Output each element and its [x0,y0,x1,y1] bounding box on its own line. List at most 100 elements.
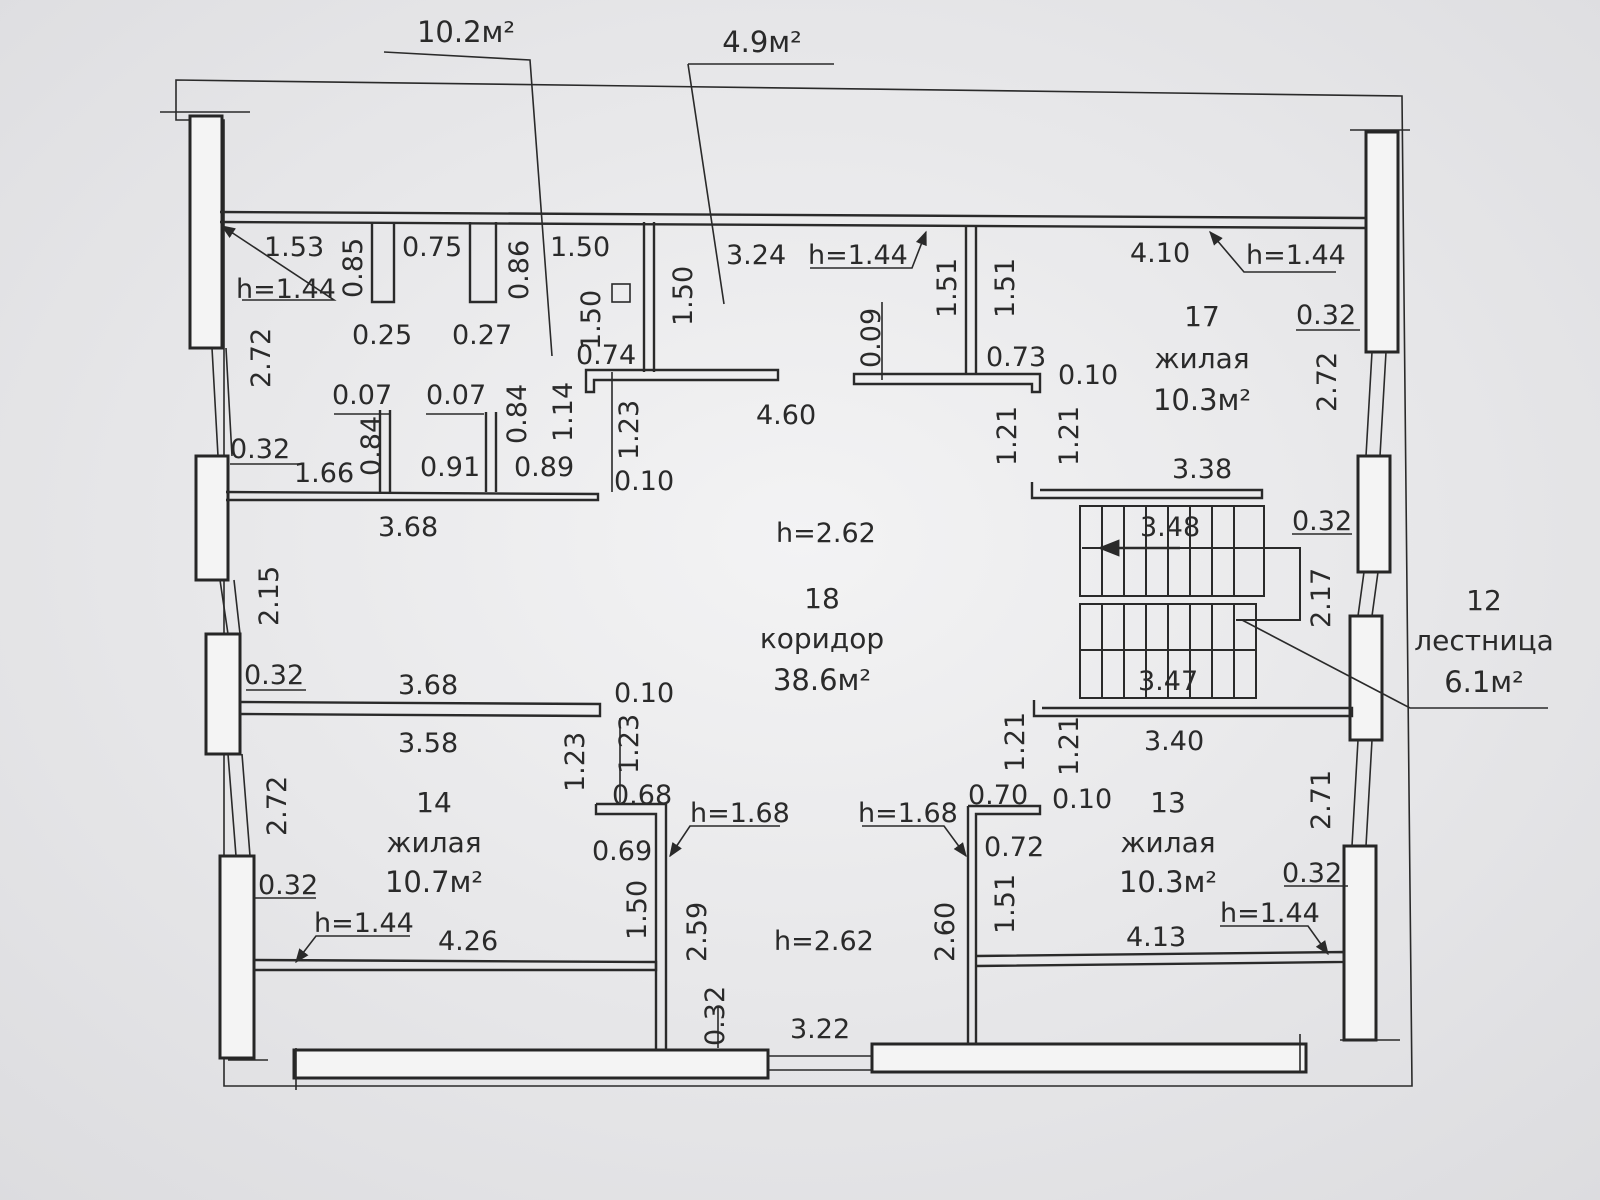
room-18-name: коридор [760,622,884,655]
room-14-name: жилая [386,826,481,859]
area-top-left: 10.2м² [417,15,515,49]
dim-label: 0.72 [984,832,1044,863]
small-dims [334,302,883,802]
dimension-labels: 1.53 0.85 0.75 0.86 1.50 1.50 1.50 3.24 … [230,232,1356,1046]
dim-label: 0.75 [402,232,462,263]
dim-label: 1.21 [1054,716,1085,776]
room-12-area: 6.1м² [1444,665,1524,699]
room-12-number: 12 [1466,584,1502,617]
dim-label: 0.86 [504,240,535,300]
partition-1-51 [964,226,978,374]
leader-h144-c [1209,230,1336,273]
room-18-area: 38.6м² [773,663,871,697]
staircase [1079,505,1301,699]
wall-bottom-right [870,1042,1308,1074]
dim-label: 3.40 [1144,726,1204,757]
dim-label: 0.89 [514,452,574,483]
height-label: h=1.44 [1220,898,1320,929]
partition-3-68-top [225,490,600,502]
dim-label: 3.68 [378,512,438,543]
wall-right-4 [1342,844,1378,1042]
height-label: h=1.44 [1246,240,1346,271]
dim-label: 1.23 [614,714,645,774]
dim-label: 1.51 [932,258,963,318]
partition-3-38 [1030,482,1264,500]
dim-label: 1.21 [1000,712,1031,772]
dim-label: 0.32 [258,870,318,901]
dim-label: 3.38 [1172,454,1232,485]
dim-label: 1.66 [294,458,354,489]
dim-label: 0.10 [1052,784,1112,815]
outer-frame [175,79,1413,1087]
dim-label: 3.22 [790,1014,850,1045]
partition-1-50 [642,222,656,372]
wall-left-4 [218,854,256,1060]
dim-label: 4.26 [438,926,498,957]
wc-partitions [378,410,498,492]
room-14-area: 10.7м² [385,865,483,899]
dim-label: 0.10 [1058,360,1118,391]
dim-label: 4.13 [1126,922,1186,953]
dim-label: 0.32 [1282,858,1342,889]
room-17-area: 10.3м² [1153,383,1251,417]
dim-label: 0.25 [352,320,412,351]
dim-label: 2.72 [262,776,293,836]
dim-label: 0.84 [502,384,533,444]
partition-4-60-left [584,368,780,394]
vent-square [611,283,631,303]
dim-label: 3.48 [1140,512,1200,543]
break-marks [160,111,1410,1090]
dim-label: 1.50 [550,232,610,263]
partition-4-60-right [852,372,1042,394]
room-13-area: 10.3м² [1119,865,1217,899]
room-13-name: жилая [1120,826,1215,859]
left-windows [211,347,251,857]
leader-h168-b [862,825,967,858]
dim-label: 0.84 [356,416,387,476]
dim-label: 1.50 [668,266,699,326]
dim-label: 0.27 [452,320,512,351]
dimension-ticks [230,329,1360,1048]
partition-4-26 [253,958,658,972]
dim-label: 1.51 [990,874,1021,934]
dim-label: 3.58 [398,728,458,759]
wall-bottom-left [292,1048,770,1080]
leader-h144-e [1220,925,1329,956]
dim-label: 4.10 [1130,238,1190,269]
dim-label: 2.59 [682,902,713,962]
dim-label: 0.09 [856,308,887,368]
leader-h144-a [220,225,337,301]
exterior-walls [160,111,1410,1090]
partition-0-70 [966,804,1042,1044]
wall-left-3 [204,632,242,756]
wall-right-1 [1364,130,1400,354]
height-label: h=1.44 [314,908,414,939]
height-labels: h=1.44 h=1.44 h=1.44 h=2.62 h=1.68 h=1.6… [236,240,1346,957]
leader-h168-a [669,825,780,858]
height-label: h=1.44 [808,240,908,271]
dim-label: 1.23 [614,400,645,460]
dim-label: 0.07 [332,380,392,411]
height-label: h=1.44 [236,274,336,305]
dim-label: 0.32 [1296,300,1356,331]
dim-label: 0.85 [338,238,369,298]
stair-landing [1082,547,1301,621]
dim-label: 0.91 [420,452,480,483]
height-label: h=1.68 [690,798,790,829]
dim-label: 0.10 [614,466,674,497]
dim-label: 0.32 [230,434,290,465]
dim-label: 1.50 [622,880,653,940]
room-labels: 10.2м² 4.9м² 17 жилая 10.3м² 12 лестница… [385,15,1554,899]
dim-label: 0.32 [1292,506,1352,537]
partition-4-13 [975,950,1346,968]
right-windows [1351,351,1387,847]
dim-label: 2.17 [1306,568,1337,628]
partition-3-40 [1032,700,1354,718]
dim-label: 1.21 [992,406,1023,466]
room-18-number: 18 [804,582,840,615]
height-label: h=2.62 [774,926,874,957]
dim-label: 3.68 [398,670,458,701]
dim-label: 0.73 [986,342,1046,373]
top-partition [219,210,1367,230]
dim-label: 0.32 [700,986,731,1046]
